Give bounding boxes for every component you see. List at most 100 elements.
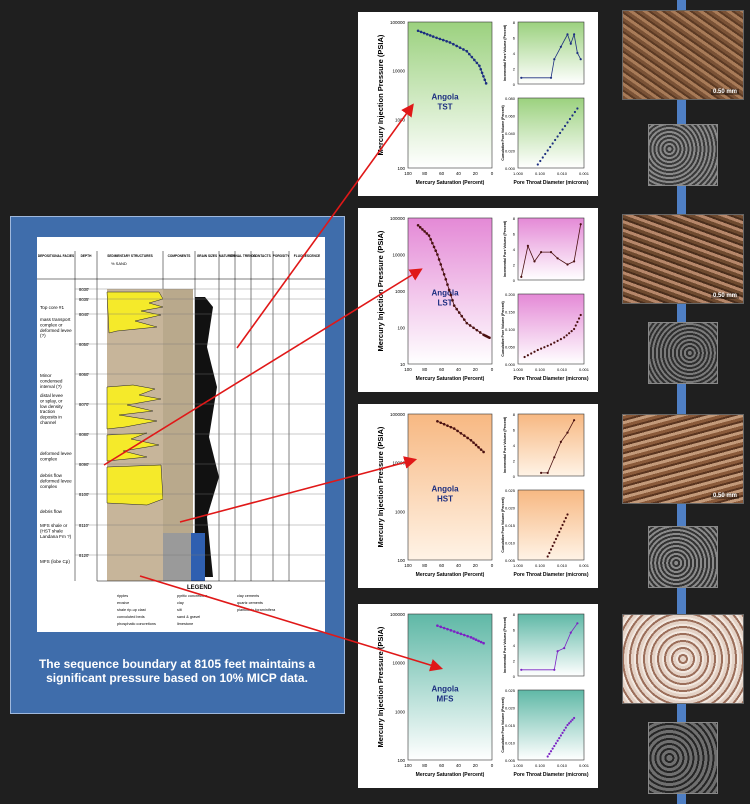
pressure-point xyxy=(446,627,449,631)
pressure-axis-label: Mercury Injection Pressure (PSIA) xyxy=(376,34,385,155)
legend-item: clay cements xyxy=(237,594,259,598)
micp-pressure-plot xyxy=(407,413,493,561)
incremental-point xyxy=(533,260,536,263)
incremental-point xyxy=(579,58,582,61)
pressure-point xyxy=(436,253,439,256)
saturation-tick: 80 xyxy=(422,367,428,372)
pressure-tick: 100000 xyxy=(390,412,406,417)
throat-axis-label: Pore Throat Diameter (microns) xyxy=(513,180,588,186)
sequence-tract-label: MFS xyxy=(437,694,455,703)
throat-tick: 0.100 xyxy=(535,763,546,768)
pressure-point xyxy=(469,636,473,639)
saturation-tick: 40 xyxy=(456,763,462,768)
cumulative-point xyxy=(576,320,579,324)
pressure-point xyxy=(425,232,429,235)
pressure-point xyxy=(468,52,471,56)
pressure-point xyxy=(477,639,480,643)
pressure-point xyxy=(472,326,475,330)
cumulative-point xyxy=(536,163,539,166)
pressure-point xyxy=(462,434,466,437)
incremental-point xyxy=(520,76,523,79)
cumulative-tick: 0.000 xyxy=(505,166,516,171)
micp-pressure-plot xyxy=(407,613,493,761)
log-column-header: MATURITY xyxy=(219,254,236,258)
incremental-point xyxy=(576,51,579,55)
incremental-curve xyxy=(521,623,578,671)
cumulative-point xyxy=(559,338,563,341)
cumulative-point xyxy=(553,341,556,344)
cumulative-axis-label: Cumulative Pore Volume (Percent) xyxy=(501,105,505,160)
legend-item: planktonic foraminifera xyxy=(237,608,276,612)
pressure-point xyxy=(455,44,459,48)
summary-caption: The sequence boundary at 8105 feet maint… xyxy=(38,657,316,685)
pressure-point xyxy=(416,224,420,227)
cumulative-point xyxy=(548,551,551,555)
cumulative-point xyxy=(558,737,561,740)
log-column-header: SEDIMENTARY STRUCTURES xyxy=(107,254,152,258)
cumulative-plot xyxy=(517,489,585,561)
thin-section-image-lst: 0.50 mm xyxy=(622,214,744,304)
depth-label: 8060' xyxy=(79,372,89,377)
saturation-tick: 20 xyxy=(473,563,479,568)
pressure-point xyxy=(436,420,439,423)
incremental-point xyxy=(520,668,523,671)
cumulative-point xyxy=(548,752,551,755)
pressure-point xyxy=(469,438,473,442)
pressure-tick: 10 xyxy=(400,362,406,367)
throat-axis-label: Pore Throat Diameter (microns) xyxy=(513,572,588,578)
formation-name: Angola xyxy=(431,288,459,297)
pressure-tick: 1000 xyxy=(395,117,406,122)
throat-tick: 0.001 xyxy=(579,367,590,372)
pressure-point xyxy=(475,61,479,65)
pressure-point xyxy=(488,336,491,340)
cumulative-point xyxy=(563,520,566,523)
saturation-tick: 40 xyxy=(456,563,462,568)
pressure-point xyxy=(439,263,443,266)
throat-tick: 0.010 xyxy=(557,367,568,372)
cumulative-point xyxy=(571,114,574,117)
throat-tick: 1.000 xyxy=(513,563,524,568)
pressure-point xyxy=(474,638,478,641)
pressure-point xyxy=(456,429,459,433)
incremental-plot xyxy=(517,413,585,477)
incremental-point xyxy=(553,668,556,671)
legend-item: silt xyxy=(177,608,183,612)
saturation-tick: 0 xyxy=(491,171,494,176)
cumulative-tick: 0.020 xyxy=(505,706,516,711)
cumulative-point xyxy=(577,317,581,320)
pressure-point xyxy=(459,431,463,435)
pressure-point xyxy=(462,633,466,637)
pressure-point xyxy=(442,273,446,276)
cumulative-point xyxy=(573,716,576,720)
pressure-tick: 1000 xyxy=(395,709,406,714)
incremental-tick: 4 xyxy=(513,443,516,448)
grain-size-column xyxy=(195,297,205,577)
thin-section-image-hst: 0.50 mm xyxy=(622,414,744,504)
cumulative-point xyxy=(554,138,557,142)
core-strip xyxy=(677,0,686,804)
incremental-point xyxy=(553,58,556,61)
cumulative-tick: 0.005 xyxy=(505,558,516,563)
pressure-point xyxy=(465,49,469,53)
thin-section-image-tst: 0.50 mm xyxy=(622,10,744,100)
incremental-tick: 4 xyxy=(513,51,516,56)
saturation-tick: 60 xyxy=(439,763,445,768)
cumulative-point xyxy=(554,742,558,745)
throat-tick: 0.010 xyxy=(557,563,568,568)
saturation-tick: 80 xyxy=(422,563,428,568)
pressure-point xyxy=(444,278,448,281)
throat-tick: 1.000 xyxy=(513,367,524,372)
cumulative-tick: 0.025 xyxy=(505,488,516,493)
components-column xyxy=(163,289,193,581)
cumulative-point xyxy=(559,527,563,530)
incremental-tick: 0 xyxy=(513,278,516,283)
incremental-tick: 6 xyxy=(513,628,516,633)
incremental-point xyxy=(549,251,553,254)
cumulative-tick: 0.080 xyxy=(505,96,516,101)
cumulative-point xyxy=(565,334,568,337)
cumulative-point xyxy=(566,513,569,516)
incremental-tick: 0 xyxy=(513,82,516,87)
pressure-point xyxy=(459,632,463,636)
incremental-point xyxy=(559,440,563,443)
